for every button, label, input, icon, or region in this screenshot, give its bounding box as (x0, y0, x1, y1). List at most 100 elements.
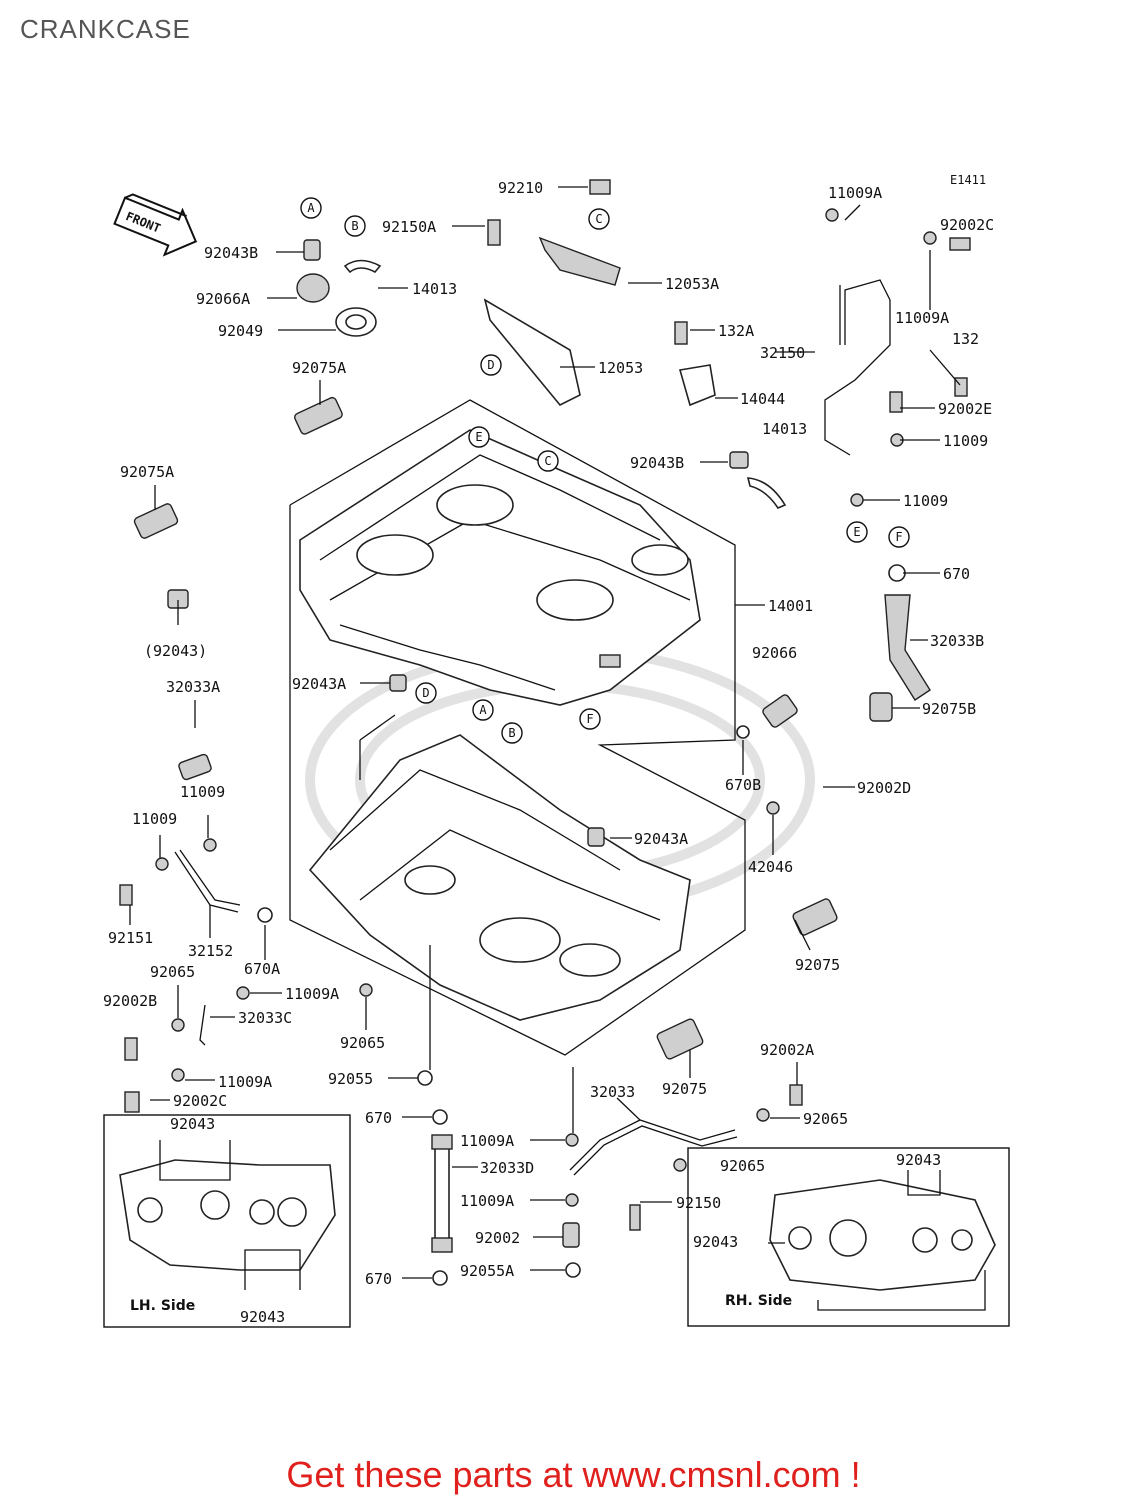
svg-text:F: F (586, 712, 593, 726)
callout-label: 92075A (120, 463, 174, 481)
callout-label: 92002 (475, 1229, 520, 1247)
callout-label: 92043B (204, 244, 258, 262)
diagram-code: E1411 (950, 173, 986, 187)
ref-letter-d1: D (480, 354, 502, 376)
callout-label: 12053A (665, 275, 719, 293)
ref-letter-e2: E (846, 521, 868, 543)
callout-label: 32033C (238, 1009, 292, 1027)
ref-letter-a2: A (472, 699, 494, 721)
lh-callout-top: 92043 (170, 1115, 215, 1133)
callout-label: 32150 (760, 344, 805, 362)
callout-label: 92002E (938, 400, 992, 418)
callout-label: 14044 (740, 390, 785, 408)
reference-letters: A B C D E C E F D A B F (300, 197, 910, 744)
callout-label: 92065 (340, 1034, 385, 1052)
callout-label: 11009 (180, 783, 225, 801)
callout-label: 11009A (828, 184, 882, 202)
assembly-outline (289, 399, 746, 1056)
callout-label: 14013 (762, 420, 807, 438)
callout-label: (92043) (144, 642, 207, 660)
svg-text:C: C (595, 212, 602, 226)
callout-label: 92065 (150, 963, 195, 981)
lower-crankcase-drawing (308, 734, 691, 1070)
svg-text:E: E (475, 430, 482, 444)
lh-callout-bottom: 92043 (240, 1308, 285, 1326)
callout-label: 32152 (188, 942, 233, 960)
svg-text:B: B (508, 726, 515, 740)
callout-label: 92075 (662, 1080, 707, 1098)
ref-letter-c1: C (588, 208, 610, 230)
callout-label: 32033 (590, 1083, 635, 1101)
rh-callout-left: 92043 (693, 1233, 738, 1251)
callout-label: 92043A (634, 830, 688, 848)
svg-text:A: A (479, 703, 487, 717)
callout-label: 92075A (292, 359, 346, 377)
callout-label: 92065 (720, 1157, 765, 1175)
ref-letter-f1: F (888, 526, 910, 548)
callout-label: 11009 (132, 810, 177, 828)
callout-label: 132A (718, 322, 754, 340)
crankcase-exploded-diagram: FRONT E1411 (103, 173, 1010, 1328)
svg-text:E: E (853, 525, 860, 539)
callout-label: 92002C (940, 216, 994, 234)
ref-letter-a1: A (300, 197, 322, 219)
leader-lines (129, 186, 961, 1279)
part-callouts: 92210 92150A 92043B 92066A 92049 14013 1… (103, 179, 994, 1288)
callout-label: 32033B (930, 632, 984, 650)
callout-label: 670 (365, 1270, 392, 1288)
callout-label: 92002A (760, 1041, 814, 1059)
ref-letter-f2: F (579, 708, 601, 730)
svg-text:A: A (307, 201, 315, 215)
svg-text:D: D (422, 686, 429, 700)
rh-side-label: RH. Side (725, 1293, 792, 1309)
ref-letter-b1: B (344, 215, 366, 237)
callout-label: 92150 (676, 1194, 721, 1212)
promo-link[interactable]: Get these parts at www.cmsnl.com ! (286, 1454, 861, 1495)
svg-text:B: B (351, 219, 358, 233)
callout-label: 92055 (328, 1070, 373, 1088)
ref-letter-b2: B (501, 722, 523, 744)
callout-label: 92066A (196, 290, 250, 308)
callout-label: 11009A (460, 1132, 514, 1150)
ref-letter-e1: E (468, 426, 490, 448)
callout-label: 670A (244, 960, 280, 978)
page-title: CRANKCASE (20, 14, 191, 44)
callout-label: 11009A (218, 1073, 272, 1091)
callout-label: 92049 (218, 322, 263, 340)
svg-text:D: D (487, 358, 494, 372)
callout-label: 92043A (292, 675, 346, 693)
ref-letter-d2: D (415, 682, 437, 704)
callout-label: 92002C (173, 1092, 227, 1110)
callout-label: 92075B (922, 700, 976, 718)
callout-label: 132 (952, 330, 979, 348)
callout-label: 92002B (103, 992, 157, 1010)
callout-label: 11009 (903, 492, 948, 510)
svg-text:C: C (544, 454, 551, 468)
callout-label: 670 (365, 1109, 392, 1127)
callout-label: 14001 (768, 597, 813, 615)
lh-side-label: LH. Side (130, 1298, 195, 1314)
ref-letter-c2: C (537, 450, 559, 472)
callout-label: 92055A (460, 1262, 514, 1280)
callout-label: 92150A (382, 218, 436, 236)
front-arrow-icon: FRONT (113, 193, 198, 257)
callout-label: 92210 (498, 179, 543, 197)
callout-label: 11009A (460, 1192, 514, 1210)
callout-label: 32033D (480, 1159, 534, 1177)
callout-label: 12053 (598, 359, 643, 377)
callout-label: 32033A (166, 678, 220, 696)
callout-label: 92065 (803, 1110, 848, 1128)
rh-callout-top: 92043 (896, 1151, 941, 1169)
callout-label: 670 (943, 565, 970, 583)
callout-label: 92151 (108, 929, 153, 947)
rh-side-inset: RH. Side 92043 92043 (687, 1147, 1010, 1327)
callout-label: 92043B (630, 454, 684, 472)
callout-label: 11009A (285, 985, 339, 1003)
callout-label: 42046 (748, 858, 793, 876)
lh-side-inset: LH. Side 92043 92043 (103, 1114, 351, 1328)
upper-crankcase-drawing (299, 429, 701, 706)
svg-text:F: F (895, 530, 902, 544)
callout-label: 92066 (752, 644, 797, 662)
callout-label: 670B (725, 776, 761, 794)
callout-label: 11009A (895, 309, 949, 327)
